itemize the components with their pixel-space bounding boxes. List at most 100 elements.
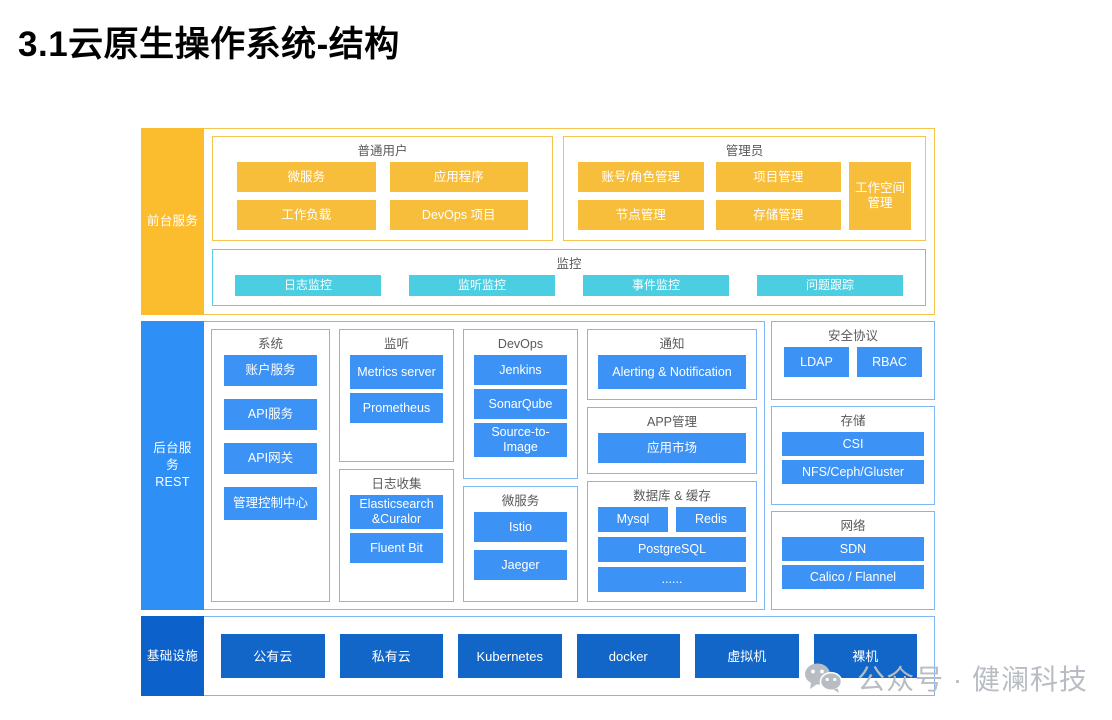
panel-storage: 存储 CSI NFS/Ceph/Gluster <box>771 406 935 505</box>
log-collection-stack: Elasticsearch &Curalor Fluent Bit <box>340 495 453 601</box>
backend-column-notification: 通知 Alerting & Notification APP管理 应用市场 数据… <box>587 329 757 602</box>
chip-listener-monitoring[interactable]: 监听监控 <box>409 275 555 296</box>
administrator-wrap: 账号/角色管理 项目管理 节点管理 存储管理 工作空间管理 <box>564 162 925 230</box>
chip-ldap[interactable]: LDAP <box>784 347 849 377</box>
panel-title-system: 系统 <box>257 337 283 351</box>
chip-node-management[interactable]: 节点管理 <box>578 200 704 230</box>
backend-band-label-line1: 后台服 <box>153 441 192 455</box>
panel-security-protocol: 安全协议 LDAP RBAC <box>771 321 935 400</box>
chip-csi[interactable]: CSI <box>782 432 924 456</box>
chip-more-databases[interactable]: ...... <box>598 567 746 592</box>
backend-band-label-line3: REST <box>155 475 190 489</box>
panel-title-app-management: APP管理 <box>646 415 697 429</box>
chip-application[interactable]: 应用程序 <box>389 162 528 192</box>
panel-title-devops: DevOps <box>497 337 544 351</box>
chip-docker[interactable]: docker <box>576 634 680 678</box>
frontend-band-body: 普通用户 微服务 应用程序 工作负载 DevOps 项目 管理员 账号/角色管理 <box>204 128 935 315</box>
backend-column-monitoring: 监听 Metrics server Prometheus 日志收集 Elasti… <box>339 329 454 602</box>
chip-virtual-machine[interactable]: 虚拟机 <box>695 634 799 678</box>
chip-kubernetes[interactable]: Kubernetes <box>458 634 562 678</box>
chip-source-to-image[interactable]: Source-to-Image <box>474 423 567 457</box>
network-stack: SDN Calico / Flannel <box>772 537 934 609</box>
architecture-diagram: 前台服务 普通用户 微服务 应用程序 工作负载 DevOps 项目 管理员 <box>141 128 935 696</box>
notification-stack: Alerting & Notification <box>588 355 756 399</box>
chip-devops-project[interactable]: DevOps 项目 <box>389 200 528 230</box>
infrastructure-band-label: 基础设施 <box>141 616 204 696</box>
backend-column-devops: DevOps Jenkins SonarQube Source-to-Image… <box>463 329 578 602</box>
wechat-icon <box>804 662 844 694</box>
backend-band: 后台服 务 REST 系统 账户服务 API服务 API网关 管理控制中心 <box>141 321 935 610</box>
chip-sdn[interactable]: SDN <box>782 537 924 561</box>
chip-workspace-management[interactable]: 工作空间管理 <box>849 162 911 230</box>
chip-rbac[interactable]: RBAC <box>857 347 922 377</box>
chip-nfs-ceph-gluster[interactable]: NFS/Ceph/Gluster <box>782 460 924 484</box>
chip-project-management[interactable]: 项目管理 <box>715 162 841 192</box>
panel-notification: 通知 Alerting & Notification <box>587 329 757 400</box>
chip-alerting-notification[interactable]: Alerting & Notification <box>598 355 746 389</box>
frontend-band-label: 前台服务 <box>141 128 204 315</box>
chip-jaeger[interactable]: Jaeger <box>474 550 567 580</box>
backend-band-label-line2: 务 <box>166 458 179 472</box>
app-management-stack: 应用市场 <box>588 433 756 473</box>
panel-title-listener: 监听 <box>383 337 409 351</box>
chip-fluent-bit[interactable]: Fluent Bit <box>350 533 443 563</box>
chip-app-store[interactable]: 应用市场 <box>598 433 746 463</box>
chip-workload[interactable]: 工作负载 <box>237 200 376 230</box>
backend-band-body: 系统 账户服务 API服务 API网关 管理控制中心 监听 <box>204 321 935 610</box>
chip-redis[interactable]: Redis <box>676 507 746 532</box>
chip-elasticsearch-curalor[interactable]: Elasticsearch &Curalor <box>350 495 443 529</box>
chip-sonarqube[interactable]: SonarQube <box>474 389 567 419</box>
panel-title-normal-users: 普通用户 <box>357 144 408 158</box>
frontend-band: 前台服务 普通用户 微服务 应用程序 工作负载 DevOps 项目 管理员 <box>141 128 935 315</box>
chip-microservice[interactable]: 微服务 <box>237 162 376 192</box>
chip-calico-flannel[interactable]: Calico / Flannel <box>782 565 924 589</box>
chip-account-role-management[interactable]: 账号/角色管理 <box>578 162 704 192</box>
frontend-top-row: 普通用户 微服务 应用程序 工作负载 DevOps 项目 管理员 账号/角色管理 <box>212 136 926 241</box>
chip-jenkins[interactable]: Jenkins <box>474 355 567 385</box>
panel-app-management: APP管理 应用市场 <box>587 407 757 474</box>
chip-mysql[interactable]: Mysql <box>598 507 668 532</box>
database-pair: Mysql Redis <box>598 507 746 532</box>
chip-api-gateway[interactable]: API网关 <box>224 443 317 474</box>
chip-istio[interactable]: Istio <box>474 512 567 542</box>
backend-right-group: 安全协议 LDAP RBAC 存储 CSI NFS/Ceph/Gluster 网… <box>771 321 935 610</box>
chip-log-monitoring[interactable]: 日志监控 <box>235 275 381 296</box>
listener-stack: Metrics server Prometheus <box>340 355 453 461</box>
chip-issue-tracking[interactable]: 问题跟踪 <box>757 275 903 296</box>
watermark: 公众号 · 健澜科技 <box>804 658 1088 698</box>
panel-system: 系统 账户服务 API服务 API网关 管理控制中心 <box>211 329 330 602</box>
panel-title-network: 网络 <box>840 519 866 533</box>
chip-prometheus[interactable]: Prometheus <box>350 393 443 423</box>
panel-title-storage: 存储 <box>840 414 866 428</box>
microservice-stack: Istio Jaeger <box>464 512 577 601</box>
chip-api-service[interactable]: API服务 <box>224 399 317 430</box>
chip-metrics-server[interactable]: Metrics server <box>350 355 443 389</box>
administrator-grid: 账号/角色管理 项目管理 节点管理 存储管理 <box>578 162 841 230</box>
normal-users-grid: 微服务 应用程序 工作负载 DevOps 项目 <box>213 162 552 230</box>
chip-account-service[interactable]: 账户服务 <box>224 355 317 386</box>
administrator-tall-wrap: 工作空间管理 <box>849 162 911 230</box>
backend-band-label: 后台服 务 REST <box>141 321 204 610</box>
panel-title-microservice: 微服务 <box>501 494 540 508</box>
chip-public-cloud[interactable]: 公有云 <box>221 634 325 678</box>
chip-management-console[interactable]: 管理控制中心 <box>224 487 317 520</box>
chip-postgresql[interactable]: PostgreSQL <box>598 537 746 562</box>
panel-title-administrator: 管理员 <box>725 144 764 158</box>
panel-title-monitoring: 监控 <box>556 257 582 271</box>
panel-administrator: 管理员 账号/角色管理 项目管理 节点管理 存储管理 工作空间管理 <box>563 136 926 241</box>
panel-microservice: 微服务 Istio Jaeger <box>463 486 578 602</box>
panel-title-database-cache: 数据库 & 缓存 <box>633 489 711 503</box>
panel-monitoring: 监控 日志监控 监听监控 事件监控 问题跟踪 <box>212 249 926 306</box>
chip-storage-management[interactable]: 存储管理 <box>715 200 841 230</box>
database-cache-stack: Mysql Redis PostgreSQL ...... <box>588 507 756 601</box>
page-title: 3.1云原生操作系统-结构 <box>18 25 400 64</box>
chip-event-monitoring[interactable]: 事件监控 <box>583 275 729 296</box>
backend-column-system: 系统 账户服务 API服务 API网关 管理控制中心 <box>211 329 330 602</box>
devops-stack: Jenkins SonarQube Source-to-Image <box>464 355 577 478</box>
chip-bare-metal[interactable]: 裸机 <box>813 634 917 678</box>
watermark-text: 公众号 · 健澜科技 <box>857 664 1088 695</box>
panel-title-security-protocol: 安全协议 <box>827 329 878 343</box>
panel-devops: DevOps Jenkins SonarQube Source-to-Image <box>463 329 578 479</box>
panel-network: 网络 SDN Calico / Flannel <box>771 511 935 610</box>
chip-private-cloud[interactable]: 私有云 <box>339 634 443 678</box>
